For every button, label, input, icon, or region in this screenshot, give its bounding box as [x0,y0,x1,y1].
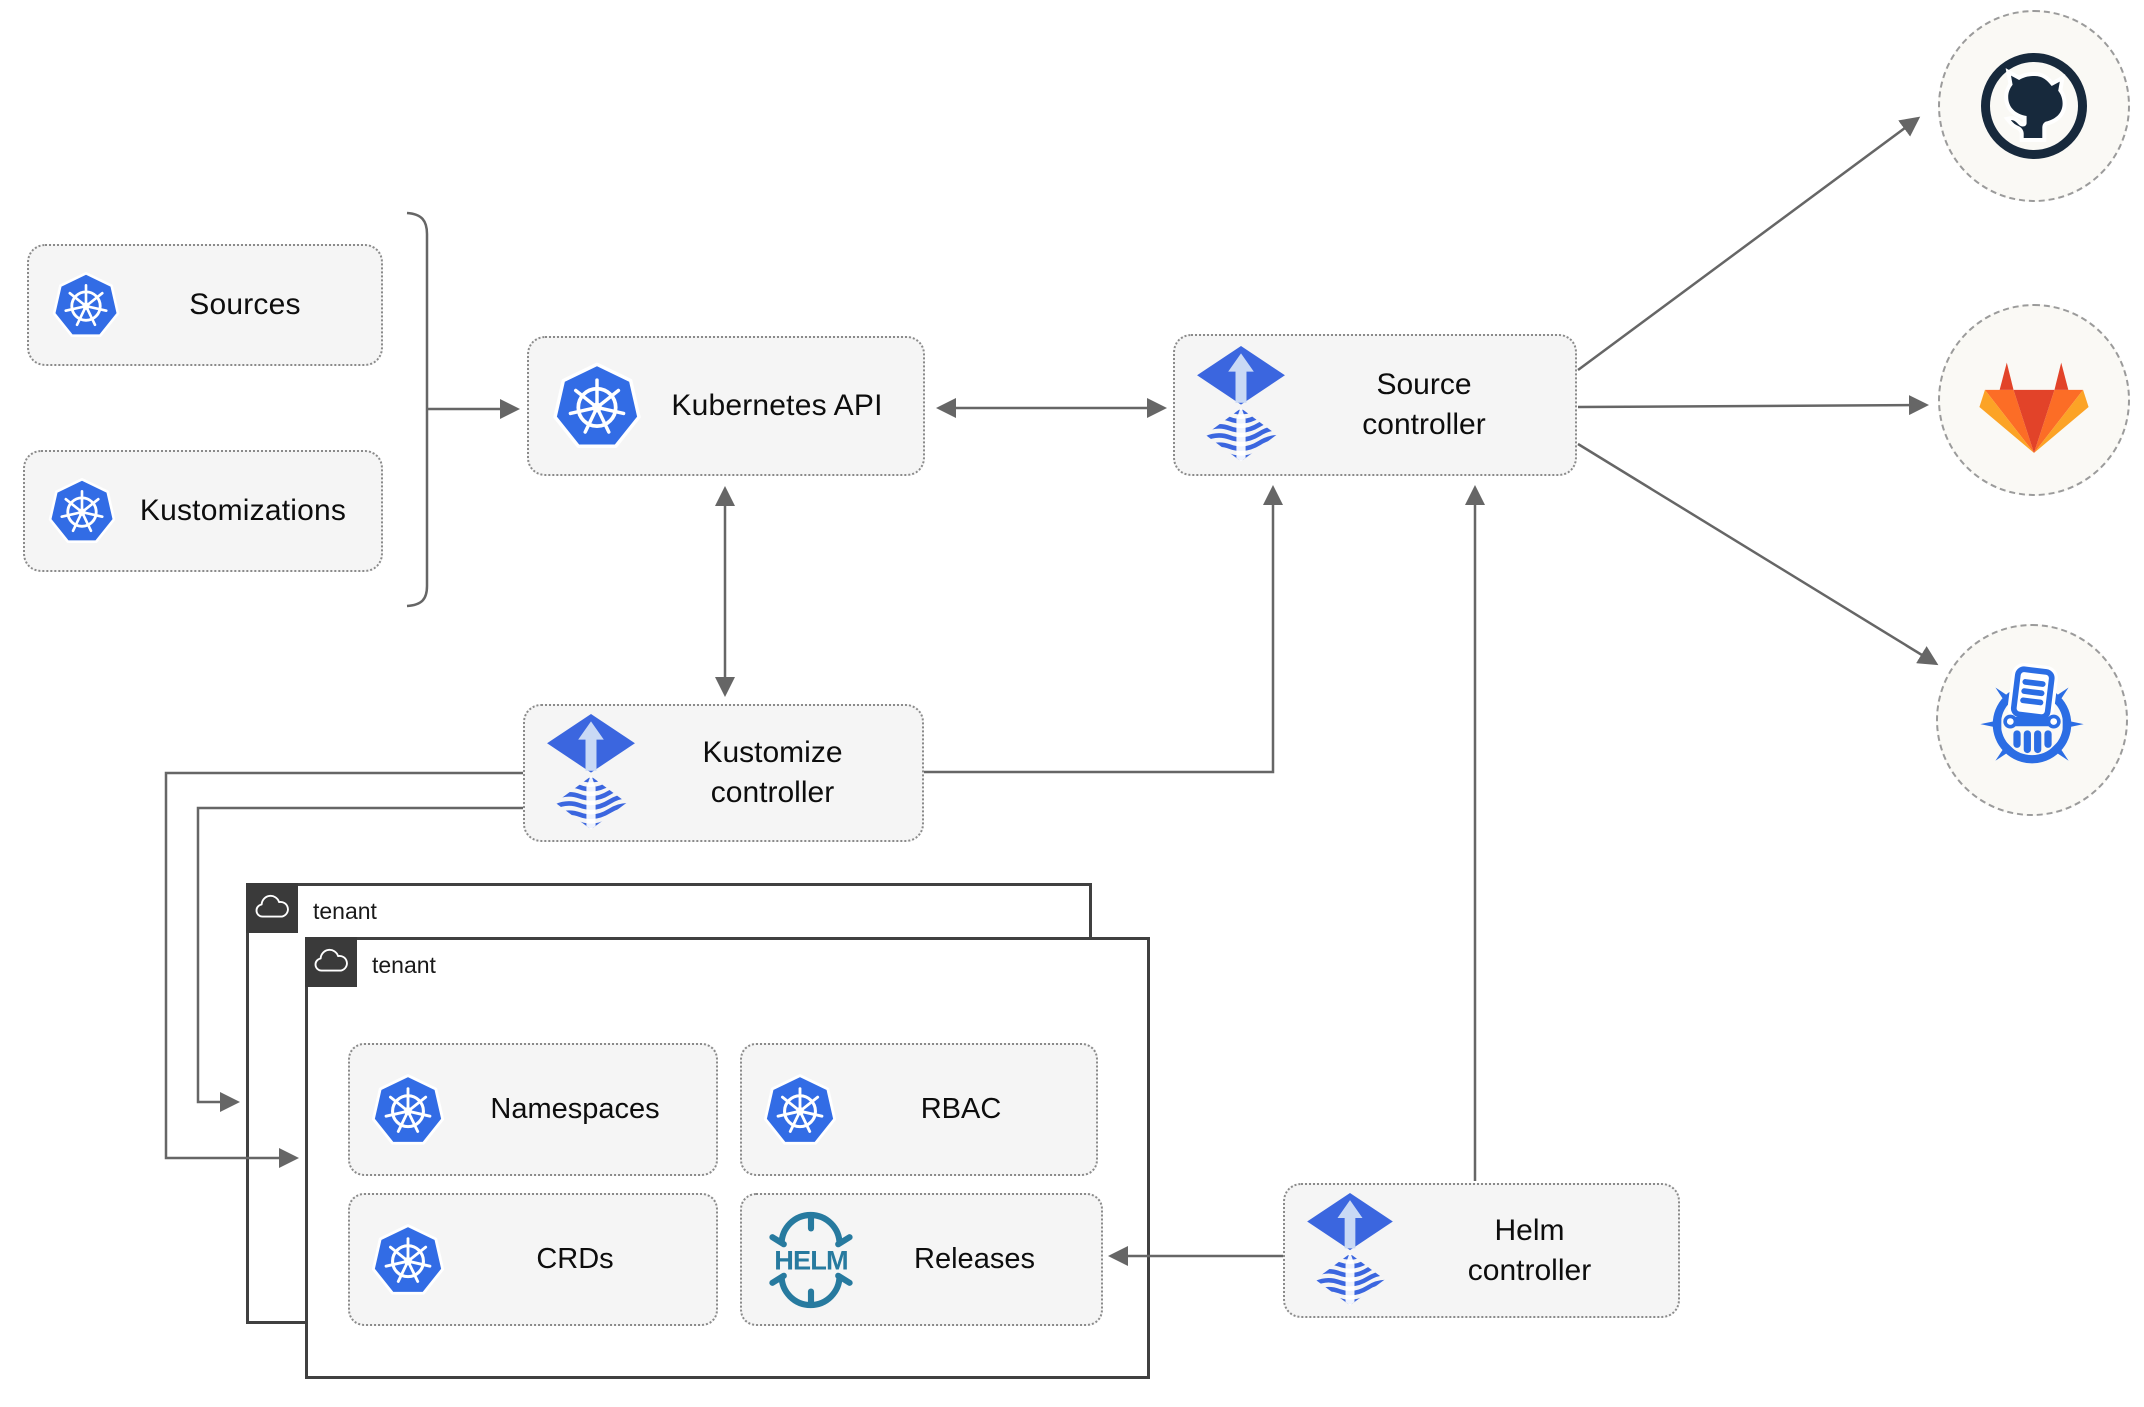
node-label: Helm controller [1467,1213,1592,1287]
endpoint-helm-repository [1936,624,2128,816]
node-namespaces: Namespaces [348,1043,718,1176]
node-source-controller: Source controller [1173,334,1577,476]
tenant-badge [305,937,357,987]
kubernetes-icon [370,1072,446,1148]
tenant-label: tenant [372,952,436,978]
chartmuseum-icon [1970,658,2094,782]
bracket-sources-kustomizations [406,211,429,608]
node-helm-controller: Helm controller [1283,1183,1680,1318]
node-kustomize-controller: Kustomize controller [523,704,924,842]
tenant-badge [246,883,298,933]
edge-source-controller-to-gitlab [1577,395,1929,416]
node-sources: Sources [27,244,383,366]
flux-icon [1197,346,1285,465]
node-label: Kustomizations [139,494,347,527]
node-releases: HELM Releases [740,1193,1103,1326]
cloud-icon [314,948,348,972]
tenant-label: tenant [313,898,377,924]
kubernetes-icon [51,270,121,340]
node-label: Kubernetes API [671,389,883,422]
endpoint-gitlab [1938,304,2130,496]
edge-source-controller-to-helm-repository [1577,442,1939,666]
helm-icon: HELM [762,1210,860,1310]
node-label: Sources [189,288,301,321]
node-label: Source controller [1362,368,1486,441]
node-kustomizations: Kustomizations [23,450,383,572]
node-crds: CRDs [348,1193,718,1326]
cloud-icon [255,894,289,918]
node-label: Kustomize controller [702,736,843,809]
node-label: Namespaces [490,1093,660,1125]
endpoint-github [1938,10,2130,202]
node-label: RBAC [920,1093,1002,1125]
flux-icon [547,714,635,833]
kubernetes-icon [762,1072,838,1148]
github-icon [1974,46,2094,166]
node-label: CRDs [536,1243,614,1275]
edge-kustomize-controller-to-source-controller [924,485,1283,774]
edge-source-controller-to-github [1577,116,1921,372]
gitlab-icon [1979,362,2089,453]
helm-wordmark: HELM [774,1244,848,1275]
node-kubernetes-api: Kubernetes API [527,336,925,476]
node-label: Releases [914,1243,1035,1275]
node-rbac: RBAC [740,1043,1098,1176]
flux-icon [1307,1193,1393,1309]
kubernetes-icon [47,476,117,546]
kubernetes-icon [370,1222,446,1298]
tenant-container-front: tenant Namespaces RBAC CRDs HELM [305,937,1150,1379]
kubernetes-icon [551,360,643,452]
